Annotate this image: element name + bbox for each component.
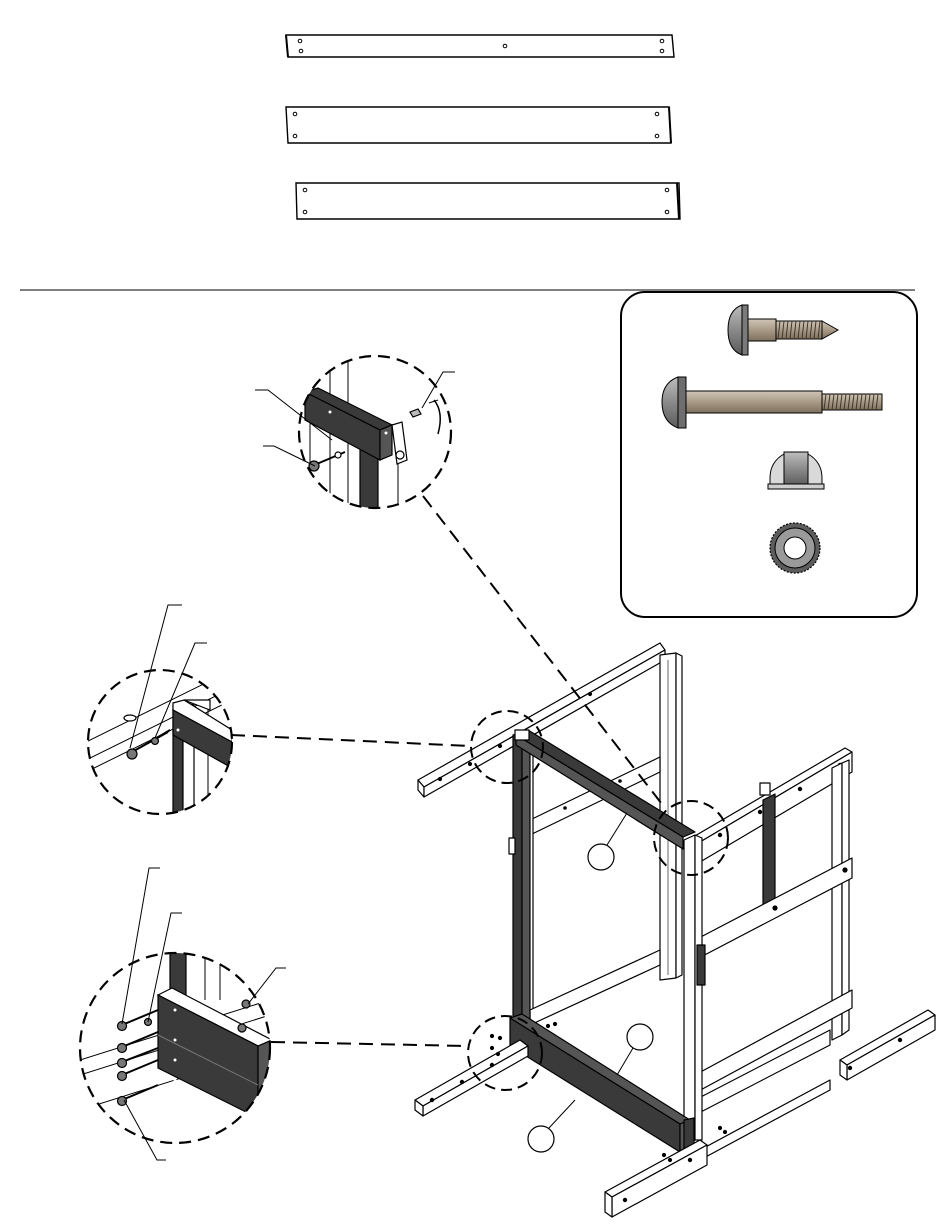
part-callout-upper xyxy=(588,813,627,870)
detail-top-left-corner xyxy=(86,605,232,815)
hardware-panel xyxy=(621,292,917,617)
detail-top-right-corner xyxy=(255,356,455,510)
board-3 xyxy=(296,183,680,219)
detail-bottom-left-corner xyxy=(80,868,286,1160)
board-2 xyxy=(286,107,671,143)
board-1 xyxy=(286,35,674,57)
main-assembly xyxy=(415,643,935,1217)
part-callout-lower-right xyxy=(617,1024,653,1075)
lock-washer-icon xyxy=(770,523,820,573)
part-callout-lower-left xyxy=(528,1100,575,1152)
